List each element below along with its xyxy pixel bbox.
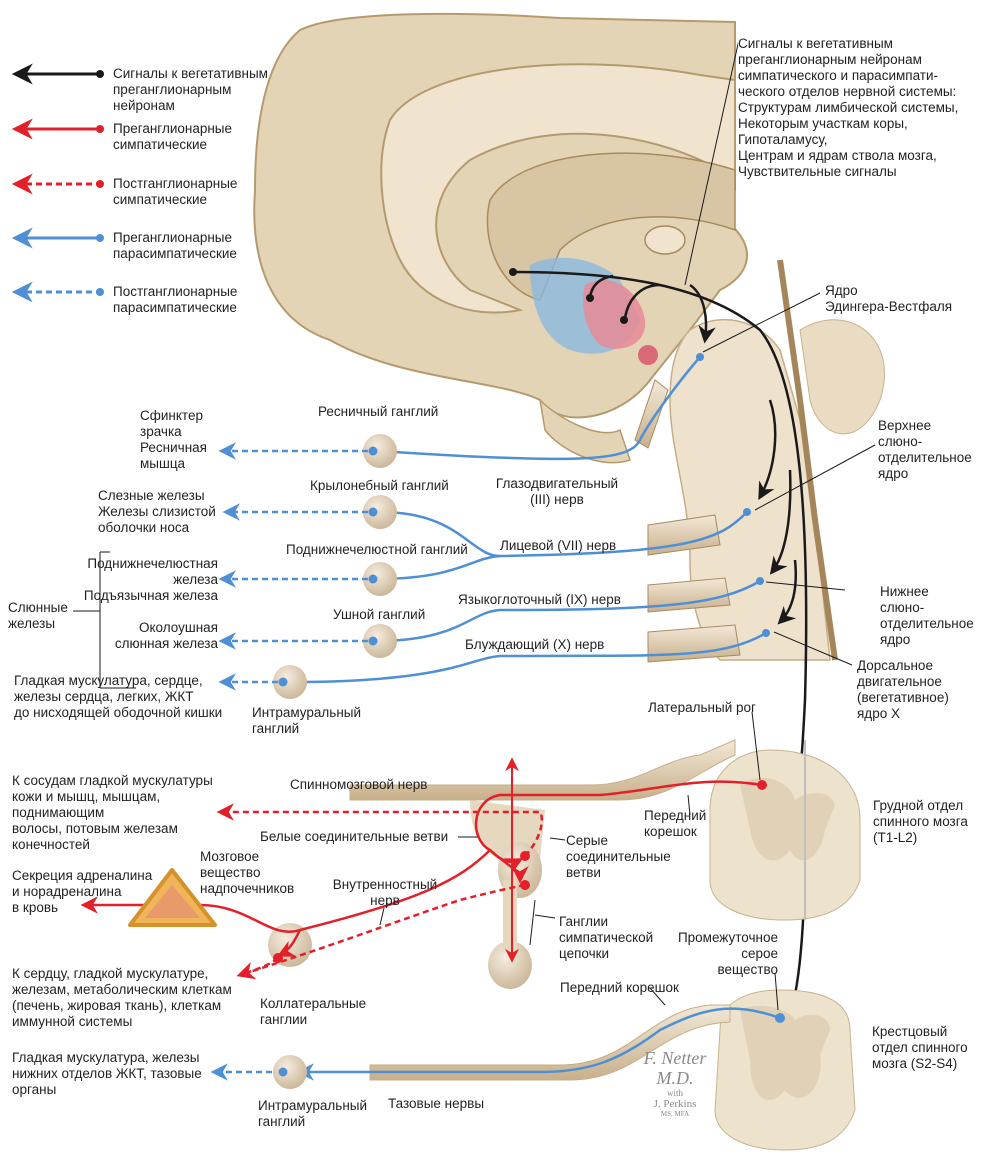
legend-label-post-parasympathetic: Постганглионарные парасимпатические (113, 284, 238, 315)
signature-artist: F. Netter M.D. (643, 1048, 707, 1088)
spinal-leader-lines (379, 711, 779, 1011)
signature-with: with (666, 1088, 683, 1098)
signature-credentials: MS, MFA (660, 1110, 690, 1118)
label-splanchnic-nerve: Внутренностный нерв (332, 877, 438, 908)
signature-coauthor: J. Perkins (653, 1098, 697, 1110)
label-submandibular-ganglion: Поднижнечелюстной ганглий (286, 542, 468, 557)
parasympathetic-cranial-pathways (286, 353, 770, 691)
legend-label-signal: Сигналы к вегетативным преганглионарным … (113, 66, 268, 113)
label-thoracic-cord: Грудной отдел спинного мозга (T1-L2) (873, 798, 968, 845)
label-dorsal-vagal-nucleus: Дорсальное двигательное (вегетативное) я… (857, 658, 949, 721)
label-sacral-cord: Крестцовый отдел спинного мозга (S2-S4) (872, 1024, 968, 1071)
label-pterygopalatine-ganglion: Крылонебный ганглий (310, 478, 449, 493)
thoracic-spinal-cord (268, 739, 861, 989)
legend-swatches (11, 63, 104, 302)
label-superior-salivatory-nucleus: Верхнее слюно- отделительное ядро (878, 418, 972, 481)
legend-label-post-sympathetic: Постганглионарные симпатические (113, 176, 238, 207)
label-anterior-root-sacral: Передний корешок (560, 980, 679, 995)
label-glossopharyngeal-nerve: Языкоглоточный (IX) нерв (458, 592, 621, 607)
label-visceral-targets: К сердцу, гладкой мускулатуре, железам, … (12, 966, 232, 1029)
artist-signature: F. Netter M.D. with J. Perkins MS, MFA (635, 1048, 715, 1118)
label-skin-targets: К сосудам гладкой мускулатуры кожи и мыш… (12, 773, 213, 852)
adrenal-gland-illustration (128, 868, 217, 927)
label-edinger-westphal-nucleus: Ядро Эдингера-Вестфаля (825, 283, 953, 314)
label-adrenal-medulla: Мозговое вещество надпочечников (200, 849, 295, 896)
label-pterygopalatine-targets: Слезные железы Железы слизистой оболочки… (98, 488, 216, 535)
legend-label-pre-sympathetic: Преганглионарные симпатические (113, 121, 233, 152)
label-intramural-ganglion: Интрамуральный ганглий (252, 705, 362, 736)
label-oculomotor-nerve: Глазодвигательный (III) нерв (495, 476, 619, 507)
leader-lines (73, 292, 876, 689)
label-collateral-ganglia: Коллатеральные ганглии (260, 996, 367, 1027)
label-chain-ganglia: Ганглии симпатической цепочки (559, 914, 654, 961)
label-pelvic-targets: Гладкая мускулатура, железы нижних отдел… (12, 1050, 202, 1097)
sacral-spinal-cord (273, 989, 856, 1151)
sympathetic-postganglionic (216, 803, 544, 980)
label-vagus-targets: Гладкая мускулатура, сердце, железы серд… (14, 673, 223, 720)
parasympathetic-postganglionic (210, 442, 368, 1081)
label-otic-ganglion: Ушной ганглий (333, 607, 426, 622)
label-gray-rami: Серые соединительные ветви (566, 833, 671, 880)
label-white-rami: Белые соединительные ветви (260, 829, 449, 844)
label-lateral-horn: Латеральный рог (648, 700, 756, 715)
label-anterior-root-thoracic: Передний корешок (644, 808, 707, 839)
top-note: Сигналы к вегетативным преганглионарным … (738, 34, 990, 184)
label-intermediate-gray: Промежуточное серое вещество (677, 930, 778, 977)
label-spinal-nerve: Спинномозговой нерв (290, 777, 428, 792)
label-submandibular-targets: Поднижнечелюстная железа Подъязычная жел… (83, 556, 218, 603)
brain-illustration (253, 12, 748, 464)
label-inferior-salivatory-nucleus: Нижнее слюно- отделительное ядро (880, 584, 974, 647)
sympathetic-pathways (80, 757, 767, 963)
label-ciliary-ganglion: Ресничный ганглий (318, 404, 439, 419)
legend-label-pre-parasympathetic: Преганглионарные парасимпатические (113, 230, 237, 261)
label-adrenal-secretion: Секреция адреналина и норадреналина в кр… (12, 868, 153, 915)
label-facial-nerve: Лицевой (VII) нерв (500, 538, 617, 553)
cranial-ganglia (273, 434, 397, 699)
label-salivary-glands: Слюнные железы (8, 600, 68, 631)
label-otic-targets: Околоушная слюнная железа (114, 620, 218, 651)
label-intramural-ganglion-pelvic: Интрамуральный ганглий (258, 1098, 368, 1129)
label-pelvic-nerves: Тазовые нервы (388, 1096, 485, 1111)
label-ciliary-targets: Сфинктер зрачка Ресничная мышца (140, 408, 207, 471)
label-vagus-nerve: Блуждающий (X) нерв (465, 637, 605, 652)
